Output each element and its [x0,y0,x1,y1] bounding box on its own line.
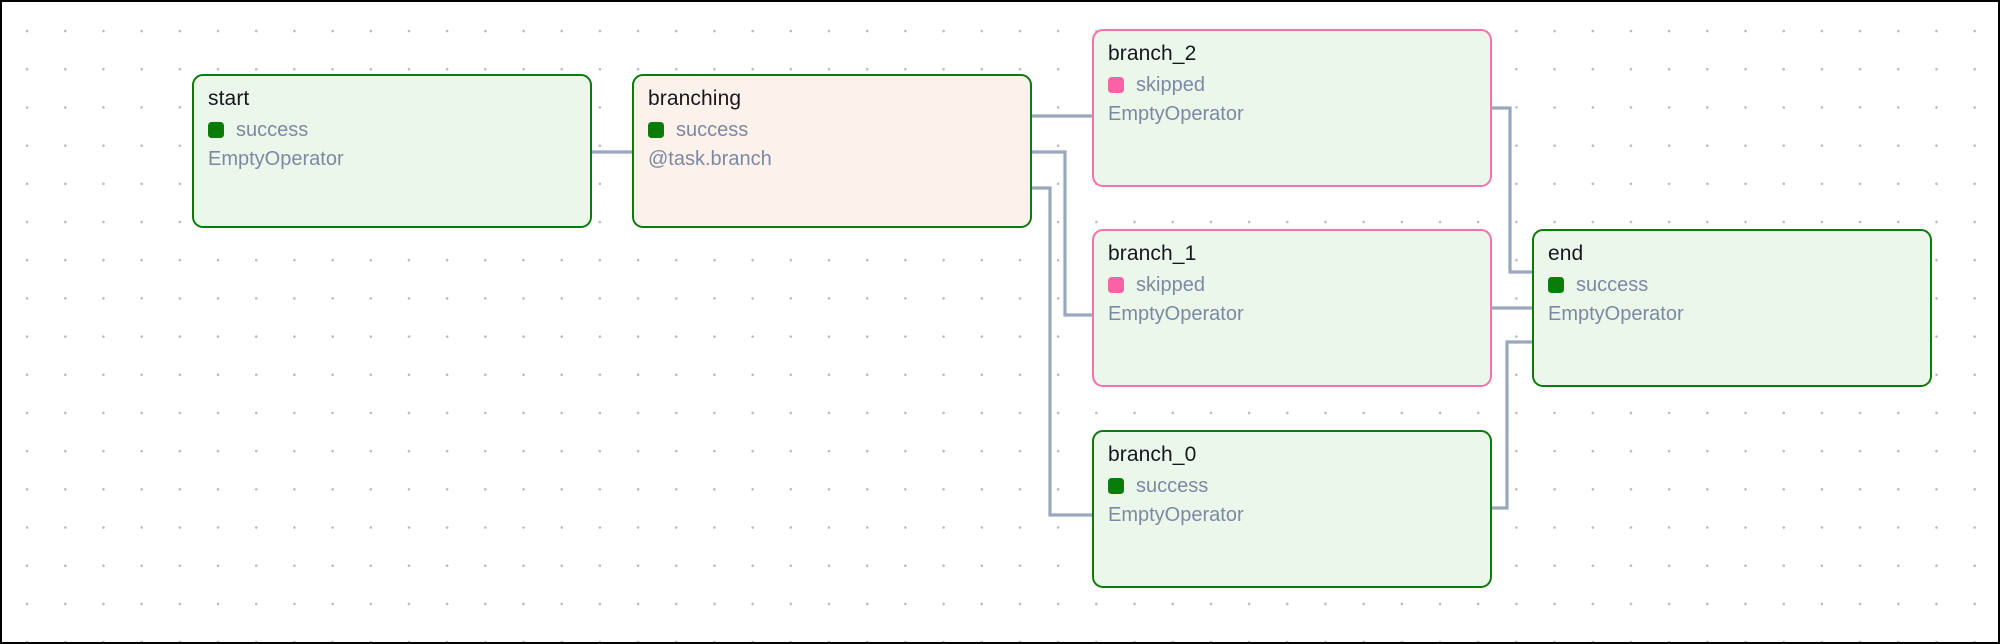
task-node-status-row: success [1108,472,1476,499]
edge-branch_2-to-end [1492,106,1532,274]
task-node-status-row: success [1548,271,1916,298]
task-node-status-row: skipped [1108,271,1476,298]
task-operator-label: EmptyOperator [1108,504,1244,526]
task-node-status-row: success [208,116,576,143]
task-status-label: success [1136,474,1209,497]
edge-branching-to-branch_1 [1032,150,1092,317]
status-swatch-icon [648,121,664,138]
status-swatch-icon [208,121,224,138]
edge-branch_0-to-end [1492,340,1532,510]
status-swatch-icon [1548,276,1564,293]
status-swatch-icon [1108,76,1124,93]
task-node-branching[interactable]: branching success @task.branch [632,74,1032,228]
task-node-title: branch_0 [1108,443,1197,466]
status-swatch-icon [1108,477,1124,494]
task-operator-label: EmptyOperator [1108,303,1244,325]
task-node-title: end [1548,242,1584,265]
task-operator-label: @task.branch [648,148,772,170]
task-node-title: branching [648,87,742,110]
task-node-status-row: success [648,116,1016,143]
edge-branching-to-branch_0 [1032,186,1092,517]
task-status-label: skipped [1136,73,1205,96]
task-node-title: branch_2 [1108,42,1197,65]
task-status-label: skipped [1136,273,1205,296]
task-operator-label: EmptyOperator [1548,303,1684,325]
task-status-label: success [236,118,309,141]
task-node-title: branch_1 [1108,242,1197,265]
task-status-label: success [1576,273,1649,296]
status-swatch-icon [1108,276,1124,293]
task-node-title: start [208,87,250,110]
task-operator-label: EmptyOperator [1108,103,1244,125]
task-node-status-row: skipped [1108,71,1476,98]
task-status-label: success [676,118,749,141]
task-operator-label: EmptyOperator [208,148,344,170]
